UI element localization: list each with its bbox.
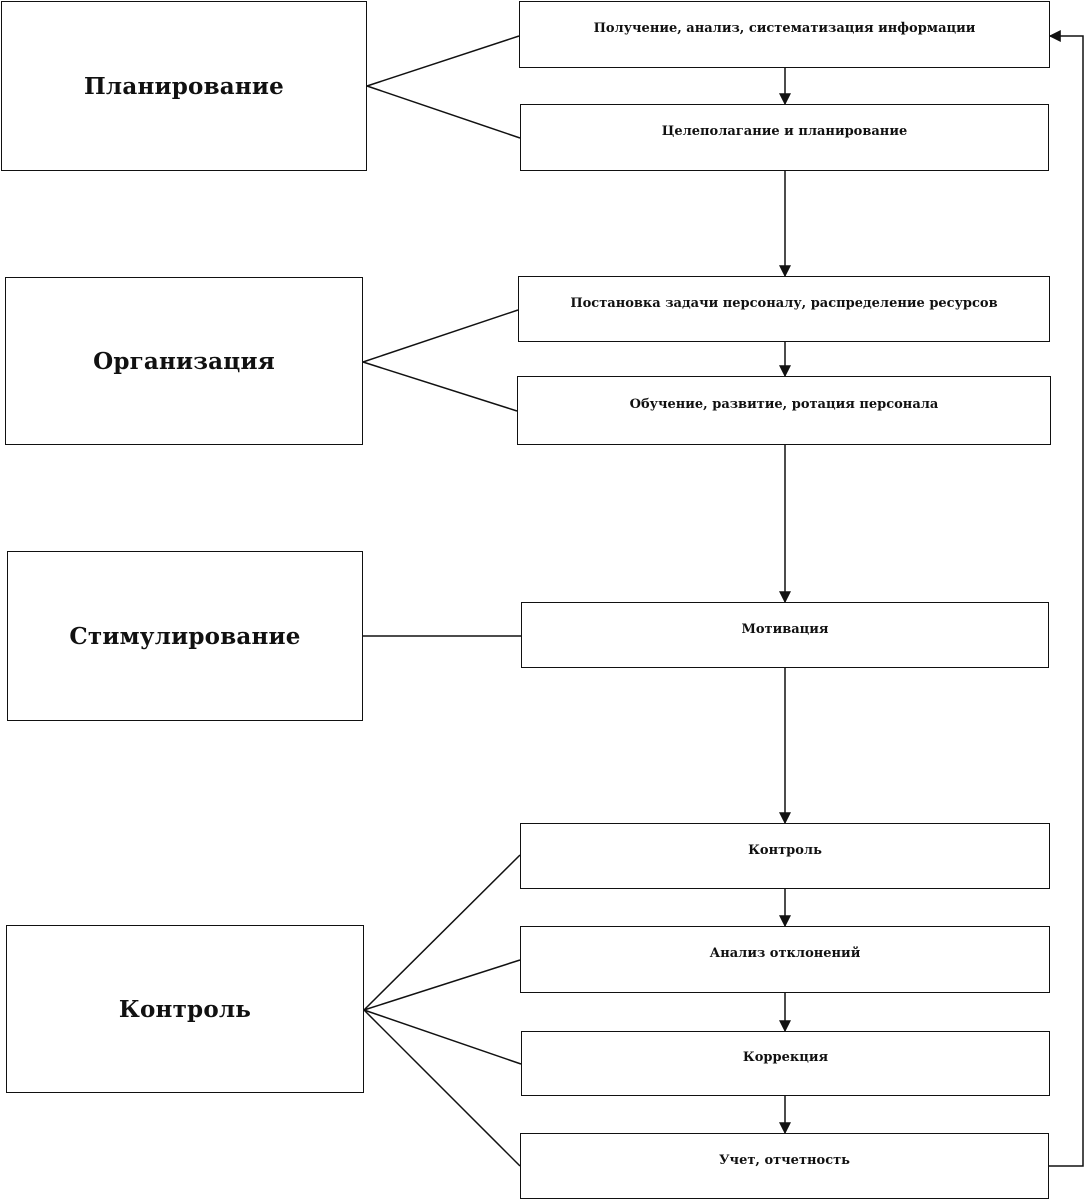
- control-to-correction-line: [363, 1009, 522, 1065]
- step-control-label: Контроль: [748, 842, 822, 858]
- step-goal-setting-label: Целеполагание и планирование: [661, 124, 908, 139]
- control-to-reporting-line: [363, 1009, 521, 1167]
- function-stimulation-box: Стимулирование: [7, 551, 363, 721]
- control-to-deviation-line: [363, 959, 521, 1011]
- function-stimulation-label: Стимулирование: [69, 622, 301, 650]
- function-organization-box: Организация: [5, 277, 363, 445]
- feedback-loop-arrow: [1048, 30, 1084, 1167]
- step-deviation-analysis-box: Анализ отклонений: [520, 926, 1050, 993]
- step-task-setting-label: Постановка задачи персоналу, распределен…: [570, 295, 998, 311]
- step-deviation-analysis-label: Анализ отклонений: [709, 946, 861, 961]
- step-training-label: Обучение, развитие, ротация персонала: [629, 397, 939, 412]
- step-reporting-box: Учет, отчетность: [520, 1133, 1049, 1199]
- step-reporting-label: Учет, отчетность: [719, 1152, 850, 1168]
- planning-to-goal-line: [366, 85, 521, 139]
- step-goal-setting-box: Целеполагание и планирование: [520, 104, 1049, 171]
- step-control-box: Контроль: [520, 823, 1050, 889]
- organization-to-task-line: [362, 309, 519, 363]
- step-correction-box: Коррекция: [521, 1031, 1050, 1096]
- step-motivation-label: Мотивация: [741, 621, 829, 637]
- planning-to-info-line: [366, 35, 520, 87]
- step-motivation-box: Мотивация: [521, 602, 1049, 668]
- step-correction-label: Коррекция: [742, 1050, 829, 1065]
- step-info-box: Получение, анализ, систематизация информ…: [519, 1, 1050, 68]
- step-info-label: Получение, анализ, систематизация информ…: [593, 21, 976, 36]
- function-planning-box: Планирование: [1, 1, 367, 171]
- function-organization-label: Организация: [93, 347, 275, 375]
- function-planning-label: Планирование: [84, 72, 284, 100]
- step-task-setting-box: Постановка задачи персоналу, распределен…: [518, 276, 1050, 342]
- function-control-label: Контроль: [118, 995, 252, 1023]
- function-control-box: Контроль: [6, 925, 364, 1093]
- control-to-control-step-line: [363, 854, 521, 1011]
- step-training-box: Обучение, развитие, ротация персонала: [517, 376, 1051, 445]
- organization-to-training-line: [362, 361, 518, 412]
